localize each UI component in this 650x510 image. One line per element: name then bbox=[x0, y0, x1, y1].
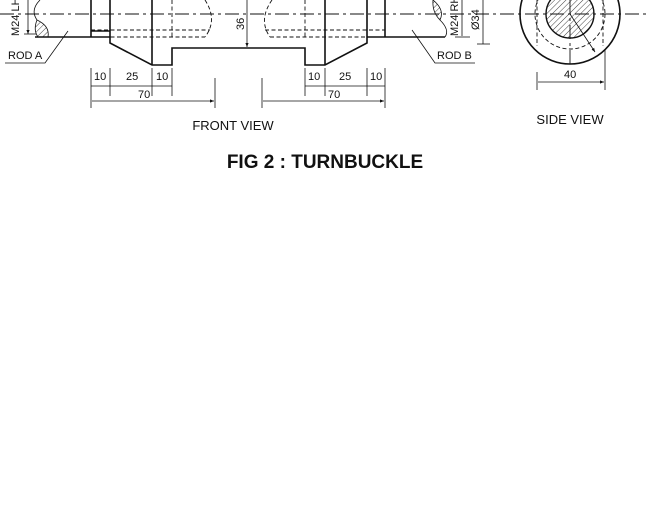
dim-left-10b: 10 bbox=[156, 71, 168, 83]
side-view bbox=[519, 0, 621, 90]
front-view bbox=[5, 0, 490, 108]
figure-caption: FIG 2 : TURNBUCKLE bbox=[227, 152, 423, 173]
height-dim: 36 bbox=[235, 18, 247, 30]
dim-left-25: 25 bbox=[126, 71, 138, 83]
dim-right-25: 25 bbox=[339, 71, 351, 83]
side-view-label: SIDE VIEW bbox=[536, 112, 604, 127]
rod-b-label: ROD B bbox=[437, 50, 472, 62]
rod-a-label: ROD A bbox=[8, 50, 43, 62]
side-width-dim: 40 bbox=[564, 69, 576, 81]
front-view-label: FRONT VIEW bbox=[192, 118, 274, 133]
thread-right-label: M24 RH bbox=[449, 0, 461, 36]
thread-left-label: M24 LH bbox=[10, 0, 22, 36]
dim-left-70: 70 bbox=[138, 89, 150, 101]
dim-right-70: 70 bbox=[328, 89, 340, 101]
rod-b-section-hatch bbox=[432, 0, 442, 21]
rod-a-section-hatch bbox=[34, 19, 49, 38]
dim-left-10a: 10 bbox=[94, 71, 106, 83]
dim-right-10a: 10 bbox=[308, 71, 320, 83]
dim-right-10b: 10 bbox=[370, 71, 382, 83]
diameter-label: Ø34 bbox=[470, 9, 482, 30]
